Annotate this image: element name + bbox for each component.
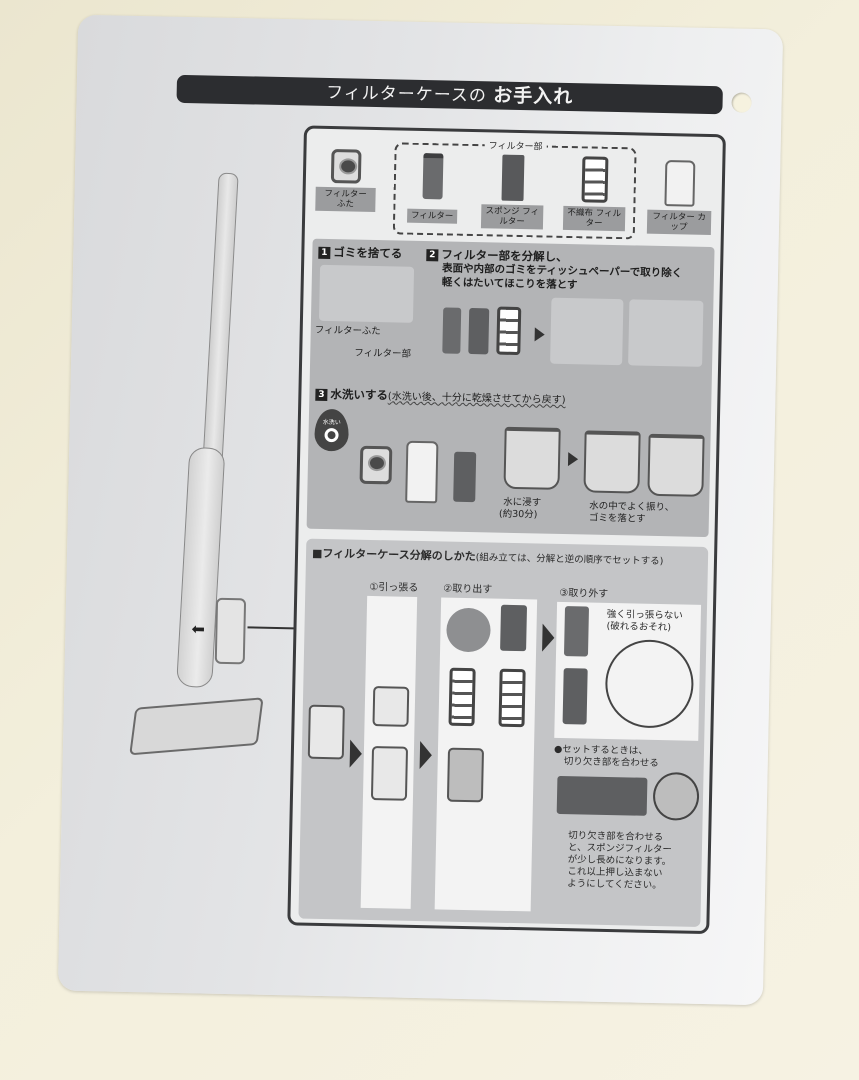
latch-detail-illustration	[446, 607, 491, 653]
hanging-hole	[731, 92, 752, 113]
step-2-line-2: 軽くはたいてほこりを落とす	[441, 276, 578, 292]
step-number: 1	[318, 246, 331, 260]
stage-1-column	[360, 595, 418, 909]
step-note: (水洗い後、十分に乾燥させてから戻す)	[387, 391, 566, 407]
title-prefix: フィルターケースの	[325, 82, 488, 107]
sponge-filter-icon	[453, 451, 477, 503]
next-arrow-icon	[542, 623, 555, 652]
filter-case-illustration	[214, 597, 247, 665]
stage-2-column	[434, 597, 538, 912]
set-note-line-2: 切り欠き部を合わせる	[563, 756, 659, 770]
title-main: お手入れ	[493, 84, 574, 109]
water-drop-icon: 水洗い	[314, 408, 350, 452]
step-title: 水洗いする	[330, 387, 389, 403]
filter-icon	[442, 307, 462, 354]
sponge-filter-icon	[468, 307, 490, 355]
washable-badge-label: 水洗い	[322, 418, 341, 427]
part-filter-cup: フィルター カップ	[646, 160, 713, 236]
part-label: フィルター	[406, 208, 458, 224]
disassembly-section: ■フィルターケース分解のしかた(組み立ては、分解と逆の順序でセットする) ①引っ…	[298, 538, 709, 927]
bucket-shake-illustration	[583, 430, 641, 494]
stage-3-label: ③取り外す	[559, 587, 609, 600]
part-filter-lid: フィルター ふた	[315, 149, 376, 212]
next-arrow-icon	[534, 327, 545, 342]
sponge-filter-icon	[500, 604, 528, 652]
detail-note-line-5: ようにしてください。	[567, 878, 662, 892]
caption-remove-dust: ゴミを落とす	[588, 512, 646, 525]
caption-soak: 水に浸す	[503, 496, 542, 509]
stage-1-label: ①引っ張る	[369, 581, 419, 594]
filter-cup-icon	[405, 440, 439, 504]
caption-soak-time: (約30分)	[498, 508, 538, 521]
part-label: スポンジ フィルター	[480, 204, 544, 230]
callout-filter-part: フィルター部	[354, 347, 412, 360]
bucket-soak-illustration	[503, 426, 561, 490]
filter-lid-icon	[372, 686, 410, 727]
filter-case-icon	[307, 704, 345, 760]
sponge-filter-assembly-illustration	[556, 775, 648, 816]
step-number: 3	[315, 388, 328, 402]
stage-2-label: ②取り出す	[443, 583, 493, 596]
sponge-filter-icon	[501, 154, 525, 202]
filter-lid-icon	[330, 149, 362, 184]
nonwoven-filter-icon	[581, 156, 609, 203]
filter-cup-icon	[370, 746, 409, 801]
part-nonwoven-filter: 不織布 フィルター	[562, 156, 627, 232]
next-arrow-icon	[349, 739, 363, 768]
part-label: フィルター ふた	[315, 186, 376, 212]
nonwoven-filter-icon	[496, 306, 522, 356]
bucket-shake-illustration	[647, 433, 705, 497]
part-sponge-filter: スポンジ フィルター	[480, 154, 545, 230]
nonwoven-filter-icon	[448, 667, 476, 727]
next-arrow-icon	[419, 741, 433, 770]
stage-3-panel: 強く引っ張らない (破れるおそれ)	[554, 601, 702, 741]
disassembly-heading: ■フィルターケース分解のしかた(組み立ては、分解と逆の順序でセットする)	[312, 545, 664, 568]
filter-icon	[563, 606, 590, 657]
next-arrow-icon	[567, 452, 579, 467]
notch-detail-illustration	[652, 771, 700, 821]
instruction-panel: フィルター ふた フィルター部 フィルター スポンジ フィルター 不織布 フィル…	[287, 125, 726, 935]
step-number: 2	[426, 249, 439, 262]
leader-line	[247, 626, 294, 630]
part-label: 不織布 フィルター	[562, 205, 626, 232]
pull-detail-illustration	[604, 638, 695, 729]
step-title: ゴミを捨てる	[333, 245, 403, 261]
disassembly-title: ■フィルターケース分解のしかた	[311, 546, 476, 564]
disassembly-note: (組み立ては、分解と逆の順序でセットする)	[475, 552, 664, 568]
filter-lid-icon	[359, 445, 393, 485]
instruction-card: フィルターケースの お手入れ ⬅ フィルター ふた フィルター部 フィルター ス…	[57, 14, 784, 1006]
ok-ring-icon	[324, 427, 339, 443]
dump-dust-illustration	[318, 264, 415, 323]
arrow-left-icon: ⬅	[191, 619, 206, 639]
part-filter: フィルター	[401, 152, 464, 224]
callout-filter-lid: フィルターふた	[314, 324, 381, 338]
filter-cup-icon	[664, 160, 696, 207]
tap-dust-illustration	[550, 297, 624, 366]
vacuum-floor-head-illustration	[129, 697, 264, 756]
parts-overview: フィルター ふた フィルター部 フィルター スポンジ フィルター 不織布 フィル…	[313, 137, 717, 241]
filter-group-label: フィルター部	[484, 138, 547, 153]
filter-icon	[422, 152, 444, 200]
sponge-filter-icon	[562, 668, 588, 725]
part-label: フィルター カップ	[646, 209, 712, 236]
filter-cup-icon	[446, 747, 485, 803]
page-title: フィルターケースの お手入れ	[176, 74, 723, 115]
warning-line-2: (破れるおそれ)	[606, 620, 672, 634]
tap-dust-illustration	[628, 299, 704, 367]
nonwoven-filter-icon	[498, 668, 526, 728]
